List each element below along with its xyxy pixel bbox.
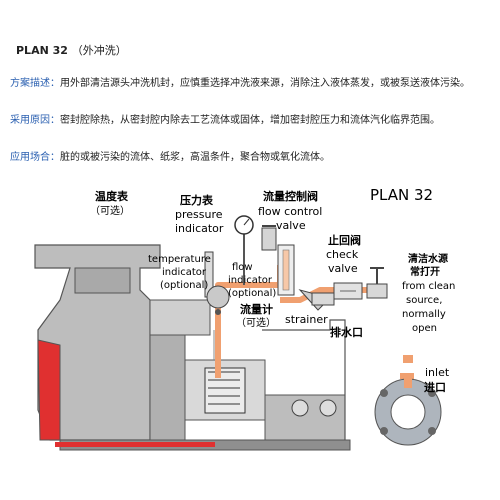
check-valve-icon: [333, 282, 363, 300]
flowind-en-2: indicator: [228, 275, 273, 286]
temp-en-3: (optional): [160, 280, 208, 291]
flowctrl-en-2: valve: [276, 219, 306, 232]
description-application: 应用场合：脏的或被污染的流体、纸浆，高温条件，聚合物或氧化流体。: [10, 150, 492, 166]
clean-en-4: open: [412, 323, 437, 334]
pressure-gauge-icon: [234, 215, 254, 285]
application-label: 应用场合：: [10, 152, 60, 163]
clean-en-3: normally: [402, 309, 446, 320]
check-en-2: valve: [328, 262, 358, 275]
globe-valve-icon: [366, 267, 388, 299]
inlet-en-label: inlet: [425, 366, 450, 379]
flowctrl-en-1: flow control: [258, 205, 322, 218]
scheme-text: 用外部清洁源头冲洗机封，应慎重选择冲洗液来源，消除注入液体蒸发，或被泵送液体污染…: [60, 78, 470, 89]
seal-end-view-1: seal: [401, 404, 415, 412]
drain-cn-label: 排水口: [330, 325, 363, 339]
temp-cn-label: 温度表: [95, 189, 129, 203]
seal-end-view-icon: [374, 355, 442, 446]
strainer-icon: [298, 289, 335, 311]
pump-casing: [34, 244, 351, 451]
temp-en-2: indicator: [162, 267, 207, 278]
clean-en-2: source,: [406, 295, 442, 306]
inlet-cn-label: 进口: [424, 380, 446, 394]
description-scheme: 方案描述：用外部清洁源头冲洗机封，应慎重选择冲洗液来源，消除注入液体蒸发，或被泵…: [10, 76, 492, 92]
flowind-en-1: flow: [232, 262, 253, 273]
page-title: PLAN 32 （外冲洗）: [16, 42, 127, 58]
pressure-en-2: indicator: [175, 222, 224, 235]
flow-indicator-icon: [277, 244, 295, 296]
reason-label: 采用原因：: [10, 115, 60, 126]
scheme-label: 方案描述：: [10, 78, 60, 89]
check-cn-label: 止回阀: [328, 233, 361, 247]
plan32-diagram: 温度表 （可选） temperature indicator (optional…: [34, 186, 455, 451]
flowmeter-icon: [206, 285, 230, 315]
clean-cn-2: 常打开: [410, 265, 440, 278]
application-text: 脏的或被污染的流体、纸浆，高温条件，聚合物或氧化流体。: [60, 152, 330, 163]
flowmeter-cn-label: 流量计: [240, 302, 273, 316]
temp-en-1: temperature: [148, 254, 211, 265]
flowind-en-3: (optional): [228, 288, 276, 299]
strainer-label: strainer: [285, 313, 328, 326]
flowmeter-cn-optional: （可选）: [236, 316, 276, 329]
flow-control-valve-icon: [261, 225, 277, 251]
plan-subtitle: （外冲洗）: [71, 44, 127, 57]
clean-en-1: from clean: [402, 281, 455, 292]
seal-end-view-2: end view: [392, 413, 424, 421]
flowctrl-cn-label: 流量控制阀: [263, 189, 318, 203]
plan-title: PLAN 32: [16, 44, 68, 57]
clean-cn-1: 清洁水源: [408, 252, 448, 265]
diagram-plan-title: PLAN 32: [370, 186, 433, 204]
temp-cn-optional: （可选）: [90, 204, 130, 217]
reason-text: 密封腔除热，从密封腔内除去工艺流体或固体，增加密封腔压力和流体汽化临界范围。: [60, 115, 440, 126]
pressure-en-1: pressure: [175, 208, 223, 221]
description-reason: 采用原因：密封腔除热，从密封腔内除去工艺流体或固体，增加密封腔压力和流体汽化临界…: [10, 113, 492, 129]
pressure-cn-label: 压力表: [180, 193, 214, 207]
check-en-1: check: [326, 248, 359, 261]
